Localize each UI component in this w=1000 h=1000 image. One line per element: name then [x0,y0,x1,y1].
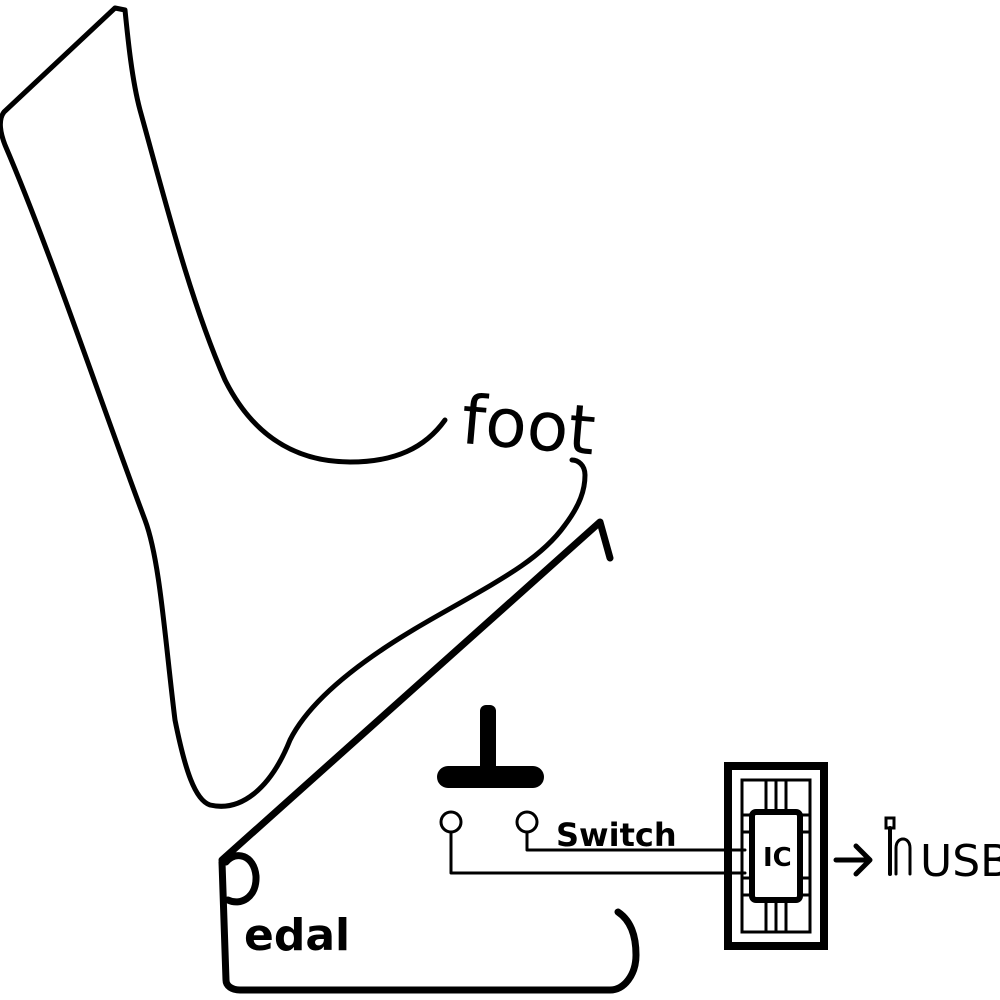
ic-frame-outer [724,762,828,950]
pedal-plate [218,518,614,864]
pedal-base [218,858,640,994]
switch-bar [437,766,544,788]
switch-terminal-right [515,810,539,834]
wire-switch-to-ic [525,830,747,852]
ic-chip [749,809,803,903]
usb-plug-icon [884,816,912,876]
ic-label: IC [763,843,792,873]
switch-terminal-left [439,810,463,834]
switch-label: Switch [556,816,677,854]
wire-ground-to-ic [449,830,747,875]
arrow-right-icon [833,843,873,877]
usb-label: USB [920,836,1000,887]
pedal-p-bowl [222,852,260,906]
foot-outline [0,5,588,809]
foot-label: foot [458,381,598,471]
pedal-label: edal [244,910,350,961]
switch-plunger [480,705,496,775]
